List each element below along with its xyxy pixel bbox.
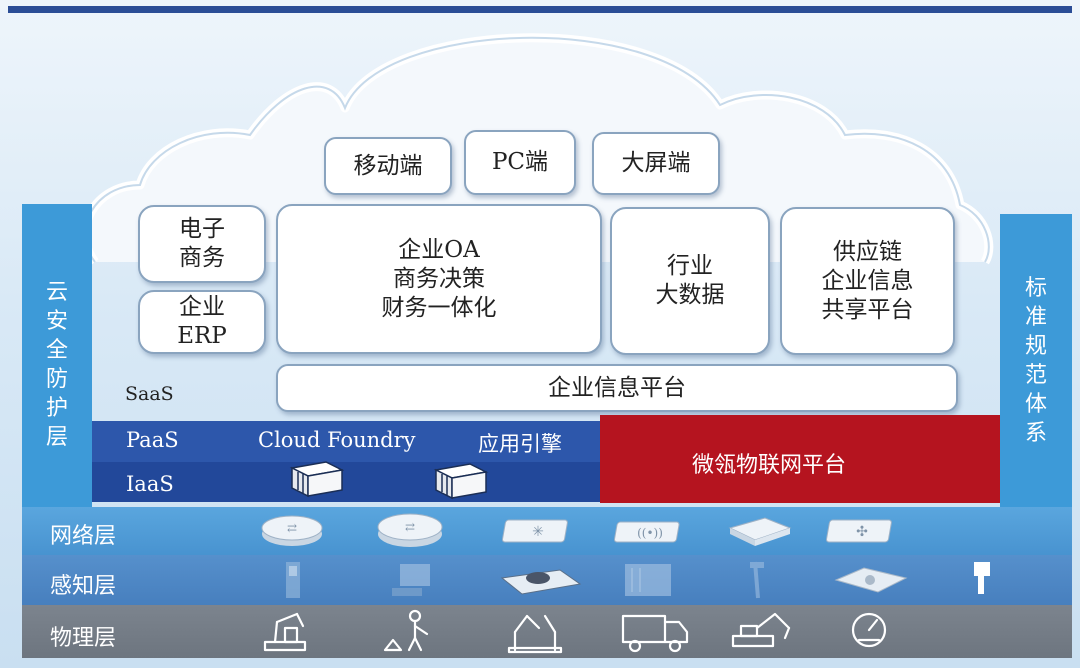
router-icon: ⇄	[261, 515, 323, 546]
wireless-ap-icon: ((•))	[613, 521, 680, 543]
excavator-icon	[731, 612, 791, 648]
drone-icon	[834, 567, 908, 593]
firewall-icon	[728, 517, 792, 546]
svg-text:✣: ✣	[856, 524, 868, 540]
network-icons: ⇄ ⇄ ✳ ((•)) ✣	[261, 513, 892, 547]
cloud-foundry-label: Cloud Foundry	[258, 428, 416, 452]
app-engine-label: 应用引擎	[478, 432, 562, 456]
iot-platform-label: 微瓴物联网平台	[692, 453, 847, 478]
big-data-box: 行业 大数据	[610, 207, 770, 355]
robot-arm-icon	[263, 612, 307, 652]
svg-text:✳: ✳	[532, 524, 544, 540]
physical-layer-label: 物理层	[50, 626, 117, 651]
workstation-icon	[392, 564, 430, 596]
pc-endpoint-box: PC端	[464, 130, 576, 195]
worker-icon	[383, 609, 429, 652]
standards-label: 标准规范体系	[1024, 276, 1047, 446]
supply-chain-box: 供应链 企业信息 共享平台	[780, 207, 955, 355]
ecommerce-box: 电子 商务	[138, 205, 266, 283]
server-rack-icon	[289, 461, 345, 498]
ipv6-router-icon: ⇄	[377, 513, 443, 547]
paas-band	[92, 421, 600, 462]
network-layer-label: 网络层	[50, 524, 117, 549]
server-cabinet-icon	[625, 564, 671, 596]
svg-text:⇄: ⇄	[287, 521, 297, 535]
svg-text:⇄: ⇄	[405, 520, 415, 534]
scanner-device-icon	[500, 569, 582, 595]
server-rack-icon	[433, 463, 489, 500]
gauge-icon	[851, 612, 887, 648]
mobile-endpoint-box: 移动端	[324, 137, 452, 195]
industrial-robot-icon	[507, 614, 563, 654]
iaas-label: IaaS	[126, 472, 174, 496]
security-layer-bar: 云安全防护层	[22, 204, 92, 507]
sensor-panel-icon	[286, 562, 300, 598]
physical-icons	[263, 609, 887, 654]
paas-label: PaaS	[126, 428, 179, 452]
svg-text:((•)): ((•))	[637, 526, 663, 540]
security-layer-label: 云安全防护层	[45, 280, 68, 450]
network-hub-icon: ✣	[825, 519, 892, 543]
sensing-layer-label: 感知层	[50, 574, 117, 599]
oa-box: 企业OA 商务决策 财务一体化	[276, 204, 602, 354]
camera-pole-icon	[750, 561, 764, 599]
iaas-band	[92, 462, 600, 502]
sensing-icons	[286, 561, 990, 599]
physical-layer-band	[22, 605, 1072, 658]
enterprise-platform-box: 企业信息平台	[276, 364, 958, 412]
standards-bar: 标准规范体系	[1000, 214, 1072, 507]
top-border	[8, 6, 1072, 13]
erp-box: 企业 ERP	[138, 290, 266, 354]
iot-platform-band	[600, 415, 1000, 503]
saas-label: SaaS	[125, 383, 174, 405]
truck-icon	[621, 614, 689, 653]
switch-icon: ✳	[501, 519, 568, 543]
screen-endpoint-box: 大屏端	[592, 132, 720, 195]
wall-camera-icon	[974, 562, 990, 594]
